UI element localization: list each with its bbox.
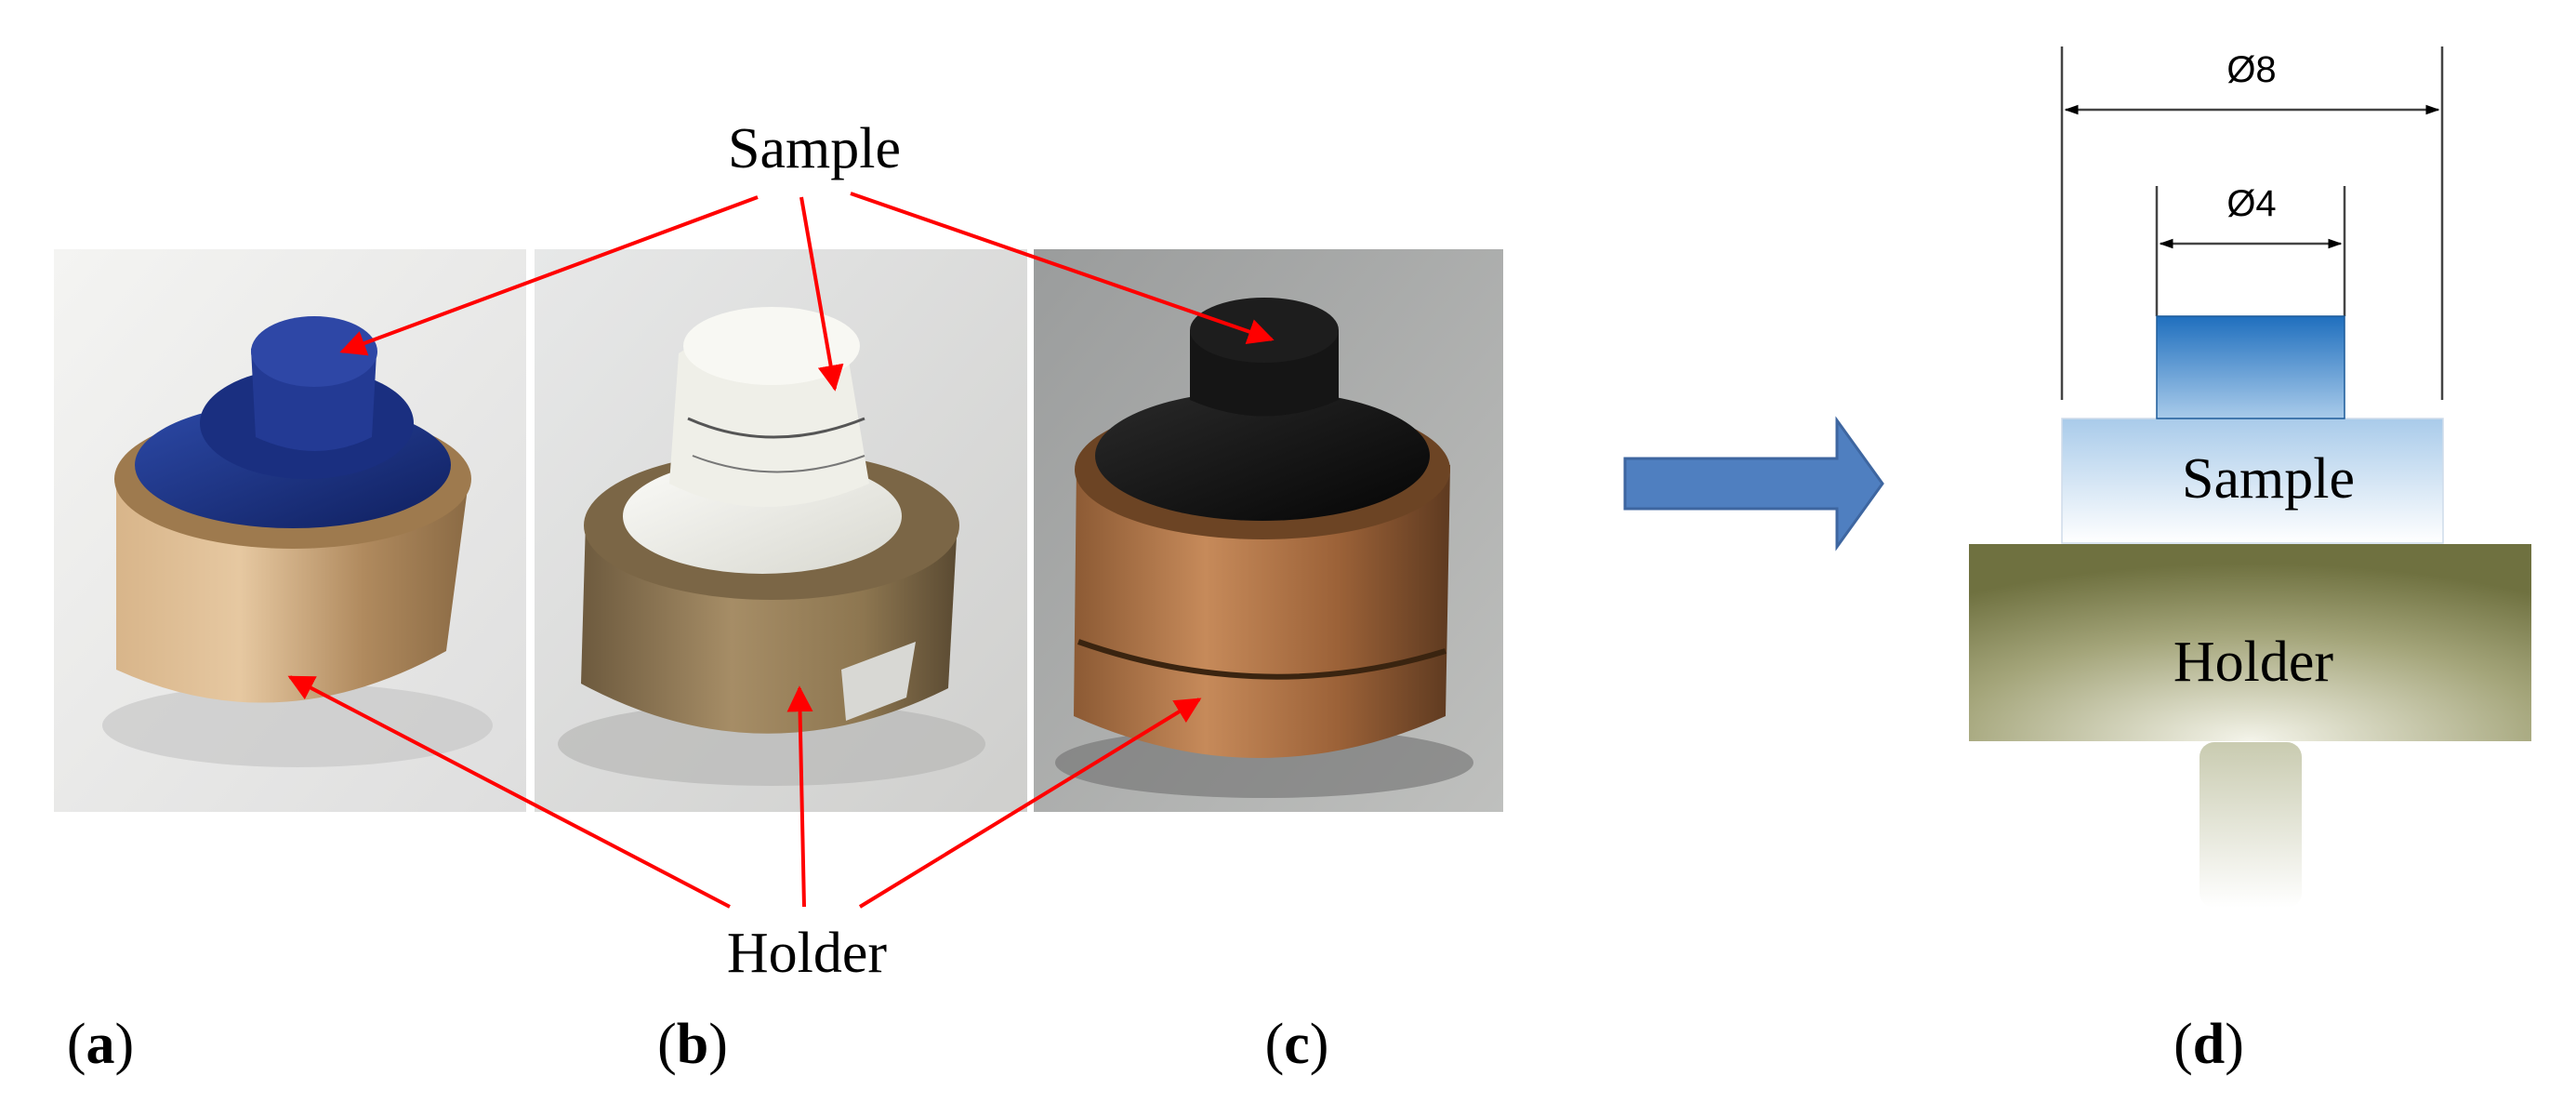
- panel-a-open: (: [67, 1013, 86, 1076]
- panel-a-letter: a: [86, 1013, 115, 1076]
- sample-arrow-a: [339, 195, 759, 356]
- holder-label: Holder: [727, 922, 888, 985]
- photo-c-holder-seam: [1077, 639, 1447, 680]
- outer-diameter-label: Ø8: [2226, 49, 2276, 90]
- schematic-d: Ø8 Ø4 Sample Holder: [1969, 47, 2531, 908]
- photo-b-shadow: [558, 702, 985, 786]
- holder-diagram-label: Holder: [2173, 631, 2334, 694]
- photo-b-holder-chip: [841, 642, 916, 721]
- panel-b-close: ): [708, 1013, 728, 1076]
- panel-c-letter: c: [1284, 1013, 1310, 1076]
- photo-a-shadow: [102, 684, 493, 767]
- panel-d-letter: d: [2193, 1013, 2225, 1076]
- panel-c-close: ): [1310, 1013, 1329, 1076]
- holder-arrow-b: [786, 685, 813, 908]
- panel-d-open: (: [2173, 1013, 2193, 1076]
- sample-arrow-c: [850, 192, 1275, 344]
- photo-a-sample-top: [251, 316, 377, 387]
- photo-a: [54, 249, 526, 812]
- holder-block: [1969, 544, 2531, 741]
- panel-d-close: ): [2225, 1013, 2244, 1076]
- panel-label-d: (d): [2173, 1013, 2244, 1076]
- sample-diagram-label: Sample: [2182, 447, 2355, 511]
- dimension-lines: [2060, 47, 2444, 400]
- photo-b-sample-groove-2: [692, 455, 865, 473]
- photo-c-holder: [1074, 465, 1450, 758]
- photo-c-sample-base: [1095, 391, 1430, 521]
- holder-stem: [2200, 742, 2302, 908]
- panel-b-open: (: [657, 1013, 677, 1076]
- photo-b: [535, 249, 1027, 812]
- inner-diameter-label: Ø4: [2226, 183, 2276, 224]
- sample-top-block: [2156, 315, 2345, 419]
- photo-b-sample-groove: [687, 417, 865, 439]
- photo-b-sample-top: [683, 307, 860, 385]
- photo-c-sample-top: [1190, 298, 1339, 363]
- panel-label-c: (c): [1265, 1013, 1329, 1076]
- panel-label-a: (a): [67, 1013, 134, 1076]
- sample-label: Sample: [728, 117, 901, 180]
- holder-arrow-a: [287, 675, 731, 909]
- photo-c: [1034, 249, 1503, 812]
- panel-c-open: (: [1265, 1013, 1285, 1076]
- flow-arrow: [1623, 416, 1884, 552]
- panel-b-letter: b: [677, 1013, 708, 1076]
- panel-label-b: (b): [657, 1013, 728, 1076]
- panel-a-close: ): [115, 1013, 135, 1076]
- sample-arrow-b: [799, 196, 844, 392]
- holder-arrow-c: [858, 698, 1202, 909]
- sample-block: [2061, 418, 2444, 544]
- annotation-arrows: [287, 192, 1275, 909]
